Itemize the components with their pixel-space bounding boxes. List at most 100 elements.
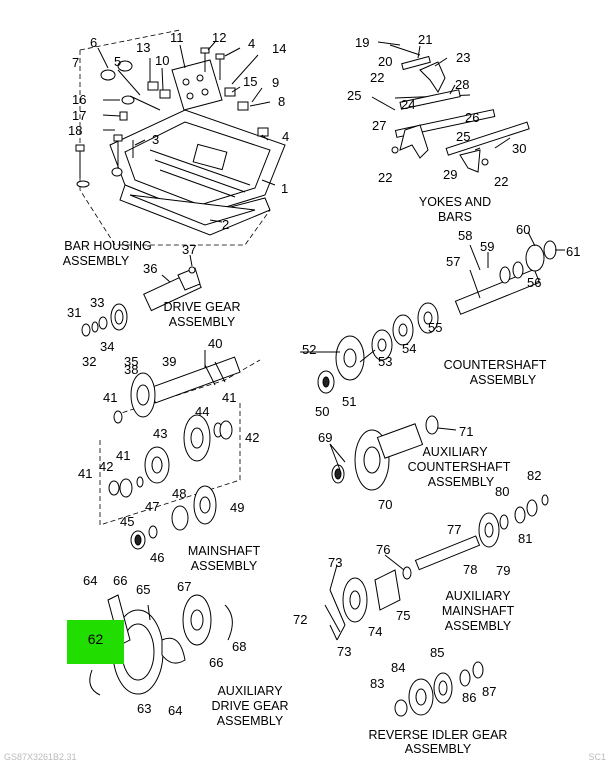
callout-2: 2 — [222, 217, 229, 232]
callout-51: 51 — [342, 394, 356, 409]
caption-aux-mainshaft-2: MAINSHAFT — [442, 604, 515, 618]
callout-14: 14 — [272, 41, 286, 56]
callout-42b: 42 — [99, 459, 113, 474]
caption-mainshaft-2: ASSEMBLY — [191, 559, 258, 573]
caption-aux-drive-3: ASSEMBLY — [217, 714, 284, 728]
callout-30: 30 — [512, 141, 526, 156]
callout-3: 3 — [152, 132, 159, 147]
callout-71: 71 — [459, 424, 473, 439]
callout-58: 58 — [458, 228, 472, 243]
callout-20: 20 — [378, 54, 392, 69]
bar-housing-drawing — [75, 29, 286, 246]
callout-36: 36 — [143, 261, 157, 276]
callout-22b: 22 — [378, 170, 392, 185]
callout-42a: 42 — [245, 430, 259, 445]
callout-29: 29 — [443, 167, 457, 182]
caption-aux-countershaft-2: COUNTERSHAFT — [408, 460, 511, 474]
callout-1: 1 — [281, 181, 288, 196]
aux-mainshaft-drawing — [324, 494, 549, 633]
callout-76: 76 — [376, 542, 390, 557]
aux-drive-gear-drawing — [89, 594, 233, 696]
yokes-bars-drawing — [389, 44, 530, 173]
callout-5: 5 — [114, 54, 121, 69]
caption-countershaft-1: COUNTERSHAFT — [444, 358, 547, 372]
callout-7: 7 — [72, 55, 79, 70]
caption-aux-mainshaft-1: AUXILIARY — [445, 589, 511, 603]
callout-86: 86 — [462, 690, 476, 705]
caption-aux-drive-2: DRIVE GEAR — [211, 699, 288, 713]
callout-6: 6 — [90, 35, 97, 50]
callout-43: 43 — [153, 426, 167, 441]
callout-68: 68 — [232, 639, 246, 654]
callout-41c: 41 — [116, 448, 130, 463]
callout-55: 55 — [428, 320, 442, 335]
callout-18: 18 — [68, 123, 82, 138]
callout-72: 72 — [293, 612, 307, 627]
callout-50: 50 — [315, 404, 329, 419]
callout-17: 17 — [72, 108, 86, 123]
callout-69: 69 — [318, 430, 332, 445]
callout-4b: 4 — [282, 129, 289, 144]
callout-46: 46 — [150, 550, 164, 565]
callout-41d: 41 — [78, 466, 92, 481]
callout-65: 65 — [136, 582, 150, 597]
callout-23: 23 — [456, 50, 470, 65]
reverse-idler-drawing — [394, 661, 484, 717]
callout-57: 57 — [446, 254, 460, 269]
callout-25a: 25 — [347, 88, 361, 103]
callout-74: 74 — [368, 624, 382, 639]
aux-countershaft-drawing — [331, 415, 439, 491]
callout-27: 27 — [372, 118, 386, 133]
countershaft-drawing — [317, 240, 557, 394]
callout-45: 45 — [120, 514, 134, 529]
callout-41a: 41 — [103, 390, 117, 405]
callout-49: 49 — [230, 500, 244, 515]
caption-bar-housing-2: ASSEMBLY — [63, 254, 130, 268]
caption-drive-gear-2: ASSEMBLY — [169, 315, 236, 329]
callout-22a: 22 — [370, 70, 384, 85]
callout-8: 8 — [278, 94, 285, 109]
callout-38: 38 — [124, 362, 138, 377]
caption-bar-housing-1: BAR HOUSING — [64, 239, 152, 253]
callout-28: 28 — [455, 77, 469, 92]
callout-12: 12 — [212, 30, 226, 45]
caption-aux-mainshaft-3: ASSEMBLY — [445, 619, 512, 633]
callout-15: 15 — [243, 74, 257, 89]
caption-drive-gear-1: DRIVE GEAR — [163, 300, 240, 314]
leader-lines — [87, 41, 565, 661]
callout-79: 79 — [496, 563, 510, 578]
callout-53: 53 — [378, 354, 392, 369]
callout-81: 81 — [518, 531, 532, 546]
callout-87: 87 — [482, 684, 496, 699]
caption-yokes-2: BARS — [438, 210, 472, 224]
callout-26: 26 — [465, 110, 479, 125]
callout-35: 35 — [124, 354, 138, 369]
mainshaft-drawing — [99, 356, 261, 550]
callout-59: 59 — [480, 239, 494, 254]
callout-31: 31 — [67, 305, 81, 320]
callout-60: 60 — [516, 222, 530, 237]
callout-78: 78 — [463, 562, 477, 577]
callout-66b: 66 — [209, 655, 223, 670]
callout-44: 44 — [195, 404, 209, 419]
drive-gear-drawing — [81, 266, 202, 337]
caption-mainshaft-1: MAINSHAFT — [188, 544, 261, 558]
callout-66a: 66 — [113, 573, 127, 588]
callout-73a: 73 — [328, 555, 342, 570]
callout-64b: 64 — [168, 703, 182, 718]
footer-left-text: GS87X3261B2.31 — [4, 752, 77, 762]
callout-numbers: 1 2 3 4 4 5 6 7 8 9 10 11 12 13 14 15 16… — [67, 30, 580, 718]
callout-16: 16 — [72, 92, 86, 107]
callout-33: 33 — [90, 295, 104, 310]
caption-aux-countershaft-1: AUXILIARY — [422, 445, 488, 459]
callout-85: 85 — [430, 645, 444, 660]
callout-9: 9 — [272, 75, 279, 90]
caption-yokes-1: YOKES AND — [419, 195, 491, 209]
callout-10: 10 — [155, 53, 169, 68]
highlighted-callout-62[interactable]: 62 — [67, 620, 124, 664]
callout-52: 52 — [302, 342, 316, 357]
callout-11: 11 — [170, 30, 184, 45]
callout-40: 40 — [208, 336, 222, 351]
callout-37: 37 — [182, 242, 196, 257]
